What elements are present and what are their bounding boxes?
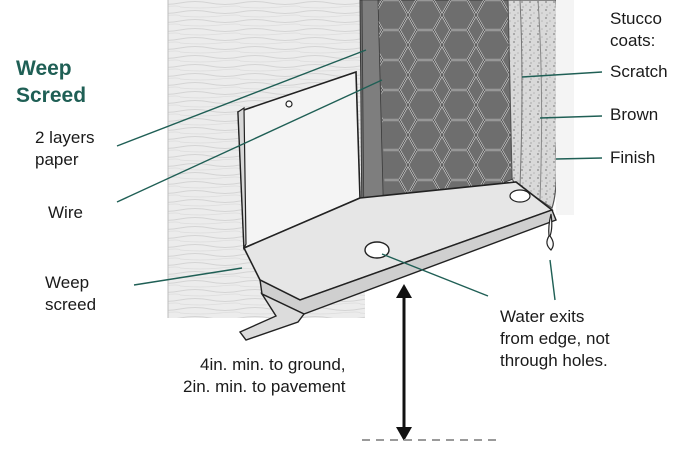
weep-screed-label: Weep screed xyxy=(45,273,97,314)
scratch-label: Scratch xyxy=(610,62,668,81)
clearance-arrow xyxy=(396,284,412,441)
leader-lines xyxy=(116,49,603,301)
water-drop xyxy=(546,213,554,251)
wire-mesh xyxy=(378,0,512,226)
diagram-title: Weep Screed xyxy=(16,57,87,107)
brown-label: Brown xyxy=(610,105,659,124)
stucco-coats-label: Stucco coats: xyxy=(610,9,662,50)
stucco-coats xyxy=(507,0,560,209)
finish-label: Finish xyxy=(610,148,656,167)
water-exits-label: Water exits from edge, not through holes… xyxy=(500,307,610,370)
paper-label: 2 layers paper xyxy=(35,128,95,169)
wire-label: Wire xyxy=(48,203,83,222)
clearance-label: 4in. min. to ground, 2in. min. to paveme… xyxy=(183,355,346,396)
weep-screed-metal xyxy=(237,70,557,341)
